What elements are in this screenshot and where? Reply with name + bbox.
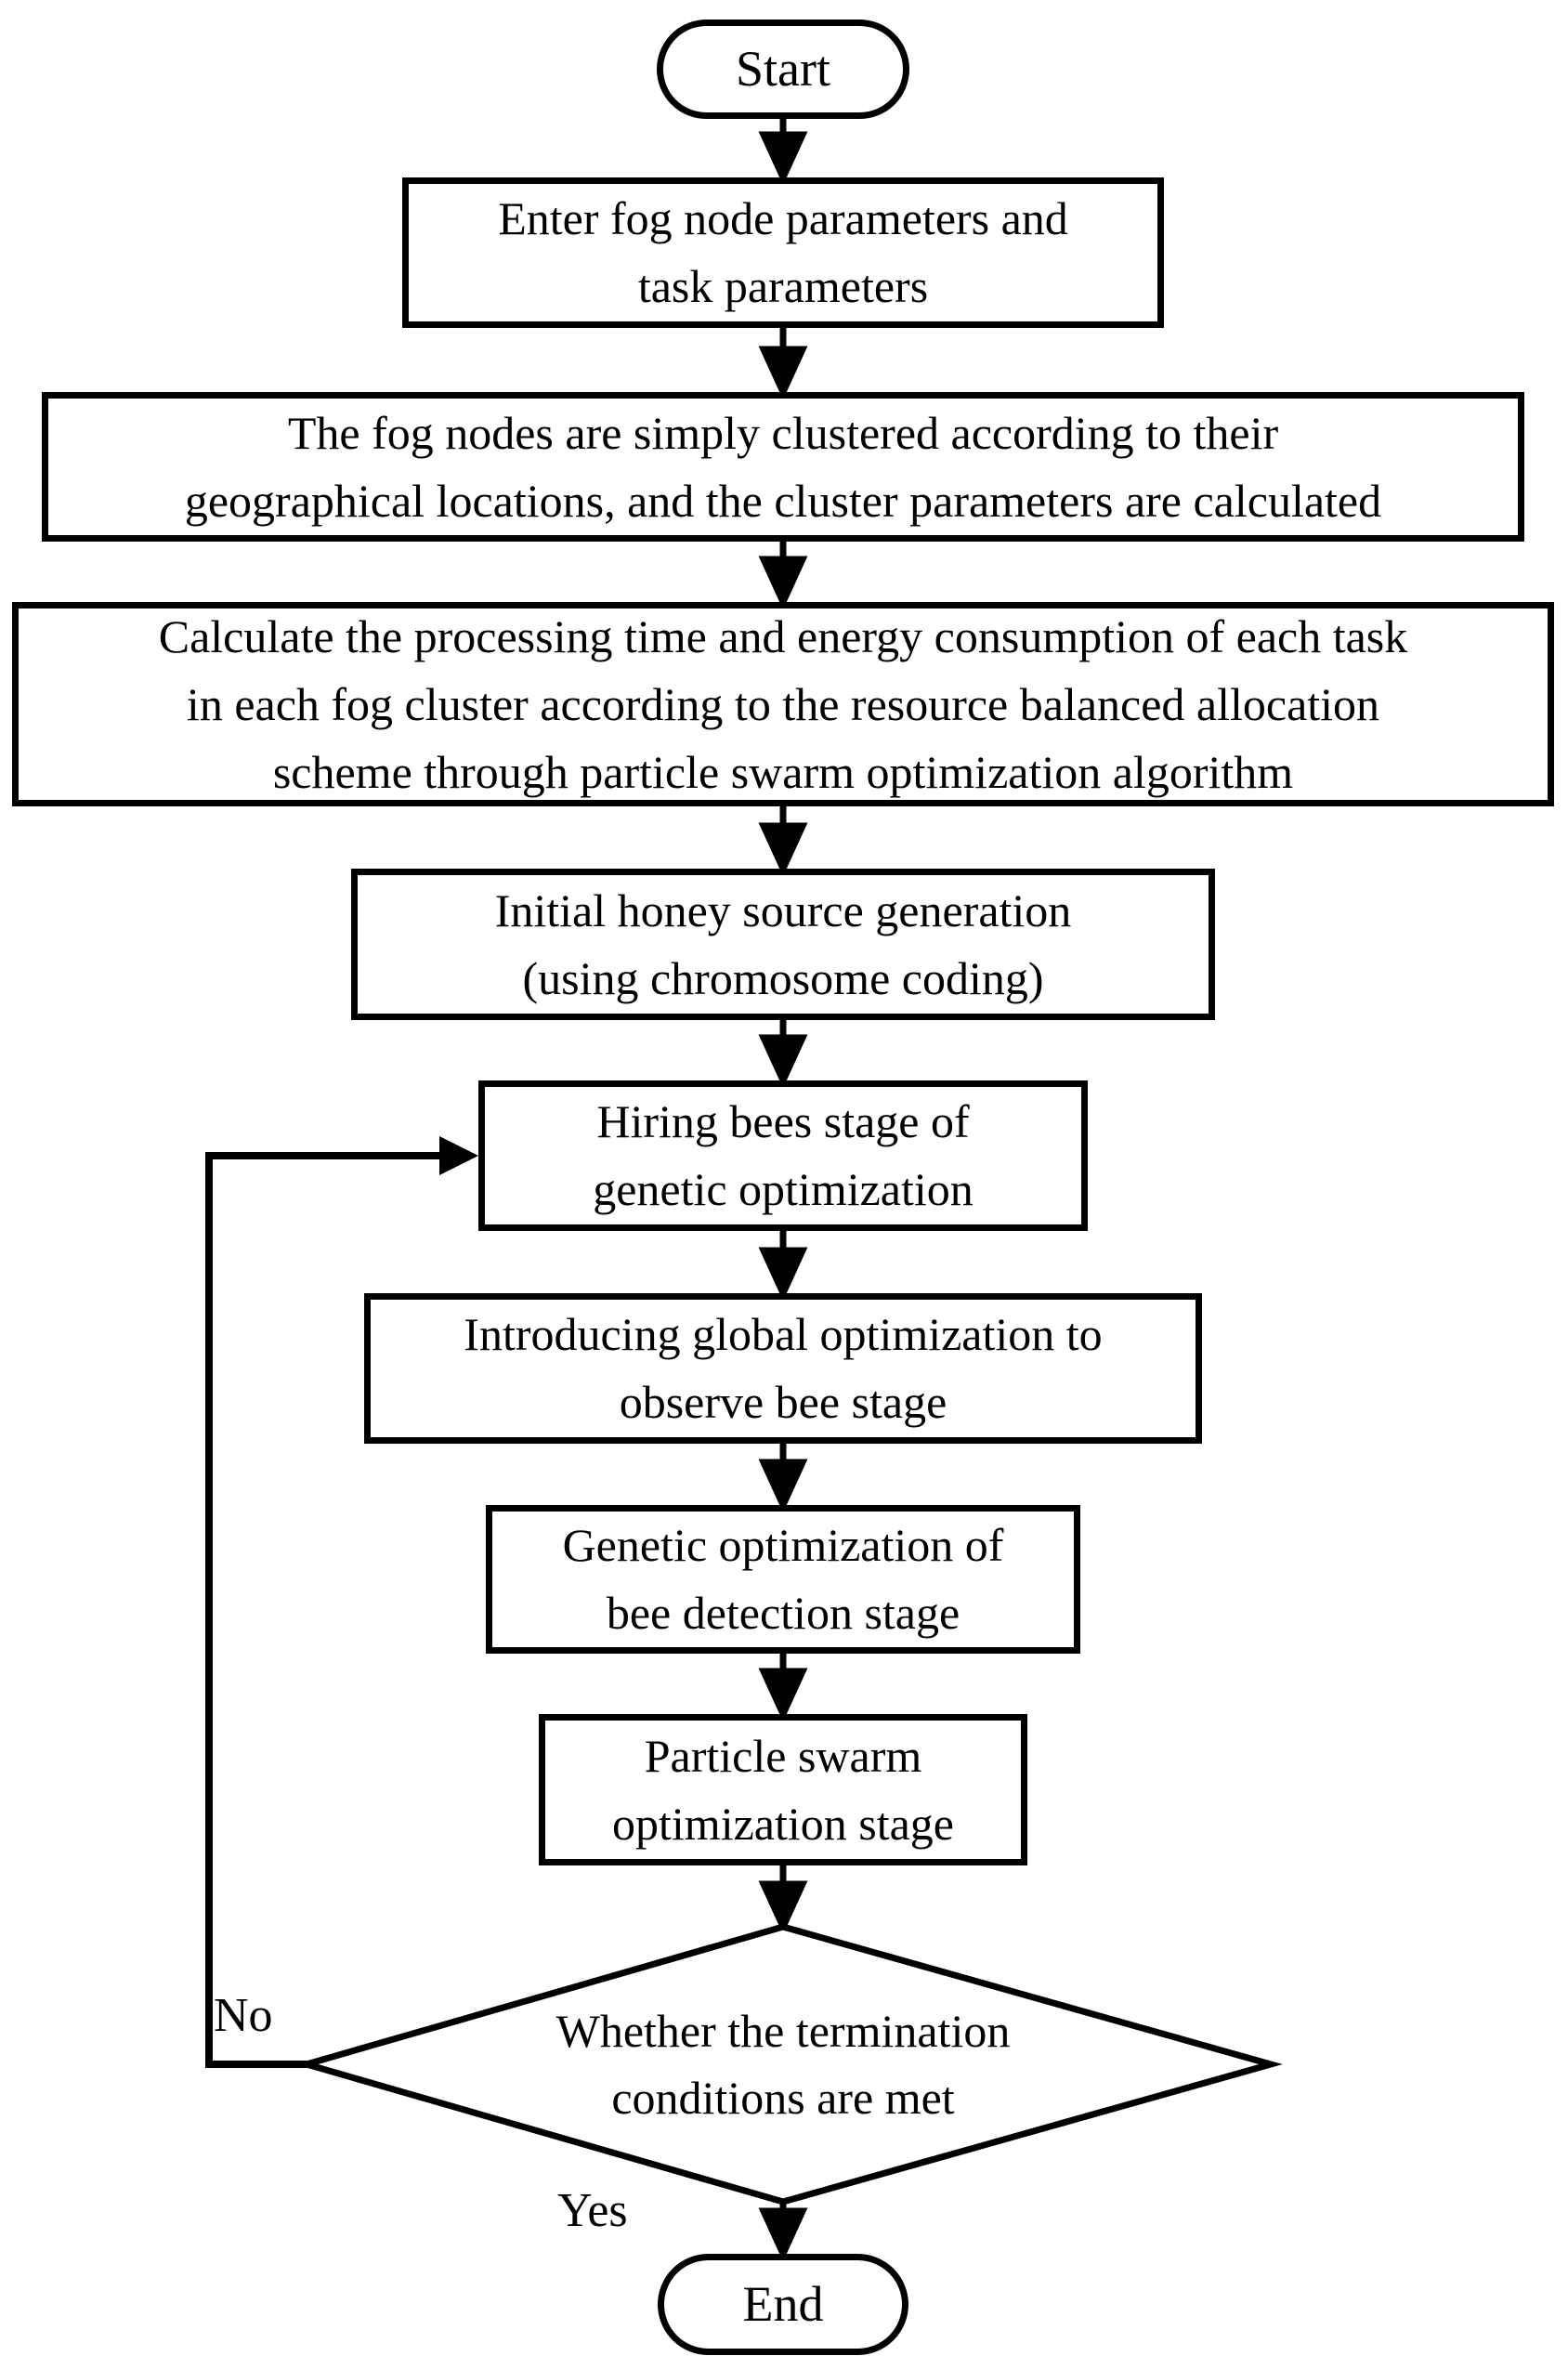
arrowhead-pso-to-decision-icon [758, 1880, 808, 1935]
arrowhead-observe-to-detection-icon [758, 1459, 808, 1513]
process-text-line: scheme through particle swarm optimizati… [272, 745, 1294, 798]
process-text-line: Initial honey source generation [494, 883, 1072, 936]
process-text-line: genetic optimization [593, 1163, 973, 1215]
arrowhead-calculate-to-honey-icon [758, 822, 808, 877]
process-text-line: observe bee stage [619, 1376, 947, 1428]
process-box-observe-bee: Introducing global optimization to obser… [364, 1293, 1202, 1444]
process-box-bee-detection: Genetic optimization of bee detection st… [486, 1505, 1080, 1654]
decision-diamond [294, 1923, 1283, 2205]
process-text-line: Genetic optimization of [562, 1519, 1004, 1571]
process-text-line: Hiring bees stage of [596, 1095, 970, 1147]
arrowhead-decision-to-end-icon [758, 2207, 808, 2262]
process-box-enter-params: Enter fog node parameters and task param… [402, 177, 1164, 328]
process-text-line: task parameters [637, 260, 929, 312]
process-box-cluster: The fog nodes are simply clustered accor… [42, 392, 1524, 542]
process-box-hiring-bees: Hiring bees stage of genetic optimizatio… [478, 1080, 1088, 1231]
process-box-pso-stage: Particle swarm optimization stage [539, 1714, 1027, 1865]
arrowhead-honey-to-hiring-icon [758, 1034, 808, 1089]
arrowhead-enter-to-cluster-icon [758, 346, 808, 400]
process-text-line: Particle swarm [644, 1729, 922, 1782]
edge-label-no: No [214, 1989, 273, 2042]
arrowhead-cluster-to-calculate-icon [758, 556, 808, 610]
process-text-line: optimization stage [612, 1797, 954, 1850]
process-text-line: bee detection stage [606, 1587, 960, 1639]
process-text-line: (using chromosome coding) [522, 951, 1044, 1004]
decision-text: Whether the termination conditions are m… [458, 1997, 1108, 2131]
no-loop-line [205, 1152, 443, 2068]
arrowhead-no-loop-icon [439, 1136, 478, 1175]
process-box-calculate: Calculate the processing time and energy… [12, 602, 1554, 806]
process-text-line: Calculate the processing time and energy… [158, 609, 1408, 662]
edge-label-yes: Yes [557, 2184, 628, 2237]
process-text-line: Enter fog node parameters and [498, 192, 1068, 244]
process-text-line: in each fog cluster according to the res… [186, 677, 1380, 730]
start-node: Start [657, 20, 909, 119]
arrowhead-detection-to-pso-icon [758, 1668, 808, 1722]
process-box-honey-source: Initial honey source generation (using c… [351, 869, 1215, 1020]
no-loop-connector [205, 1136, 478, 2068]
arrowhead-start-to-enter-icon [758, 131, 808, 186]
process-text-line: Introducing global optimization to [464, 1308, 1103, 1360]
process-text-line: geographical locations, and the cluster … [184, 474, 1382, 527]
end-label: End [742, 2276, 824, 2332]
arrowhead-hiring-to-observe-icon [758, 1247, 808, 1302]
flow-arrows [758, 115, 808, 2262]
end-node: End [658, 2254, 908, 2355]
start-label: Start [736, 41, 830, 97]
decision-text-line: Whether the termination [555, 2005, 1011, 2057]
decision-text-line: conditions are met [611, 2072, 955, 2124]
process-text-line: The fog nodes are simply clustered accor… [287, 406, 1279, 459]
